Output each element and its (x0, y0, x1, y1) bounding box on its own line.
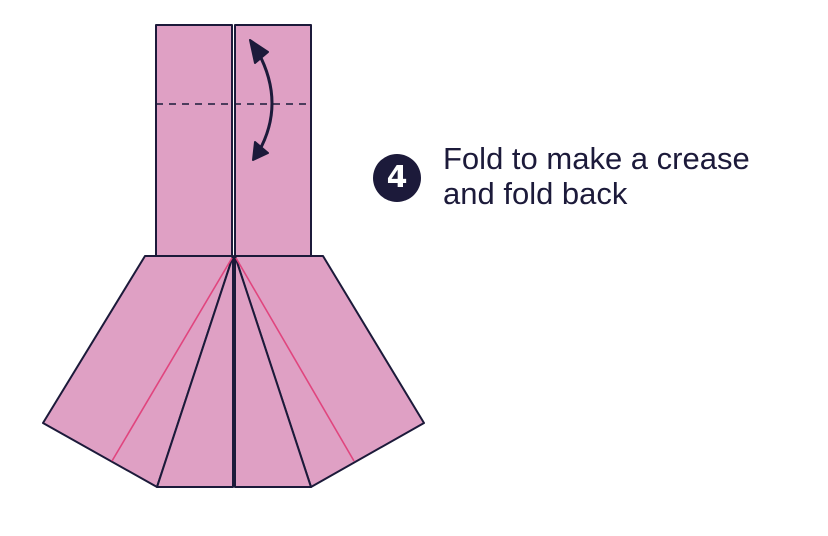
step-number-badge: 4 (373, 154, 421, 202)
crease-line-left (111, 257, 233, 462)
upper-right-strip (234, 24, 312, 257)
upper-left-strip (155, 24, 233, 257)
instruction-line-1: Fold to make a crease (443, 141, 750, 176)
crease-line-right (235, 257, 355, 462)
instruction-text: Fold to make a crease and fold back (443, 141, 813, 211)
skirt-inner-left-panel (156, 255, 234, 488)
paper-model (42, 24, 425, 488)
double-headed-curved-arrow-icon (249, 39, 274, 161)
instruction-line-2: and fold back (443, 176, 628, 211)
skirt-inner-right-panel (234, 255, 312, 488)
crease-lines (111, 257, 355, 462)
